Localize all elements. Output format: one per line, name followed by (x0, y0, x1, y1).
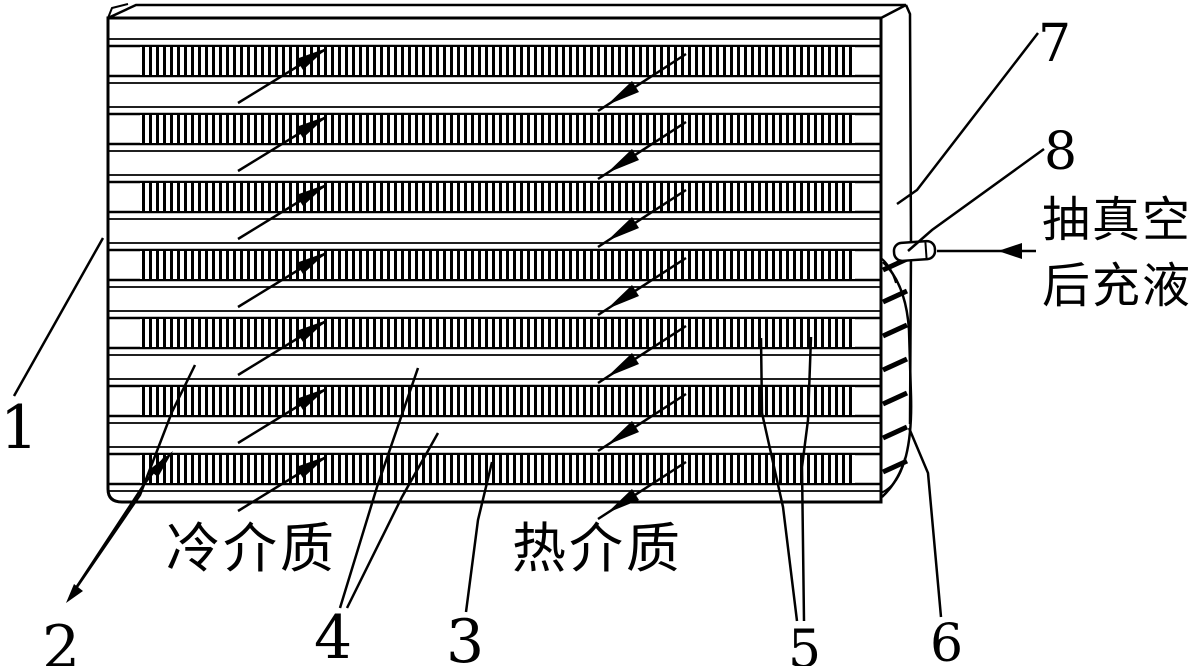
part-number-1: 1 (0, 393, 39, 463)
leader-line-3 (464, 461, 494, 613)
leader-line-8 (907, 147, 1045, 252)
part-number-2: 2 (42, 613, 81, 666)
front-face-outline (106, 16, 883, 504)
top-left-chamfer (107, 3, 129, 19)
leader-2-arrowhead-icon (149, 451, 173, 477)
hot-flow-arrow-icon (607, 421, 639, 445)
charge-note-line1: 抽真空 (1042, 192, 1193, 248)
side-face-rib (881, 322, 909, 339)
leader-line-2 (66, 364, 197, 603)
part-number-5: 5 (788, 620, 822, 666)
side-face-rib (881, 356, 909, 373)
cold-flow-arrow-icon (296, 456, 327, 478)
fin-hatch-band (140, 319, 855, 347)
exchanger-layer (108, 446, 881, 521)
leader-2-base-arrowhead-icon (66, 584, 83, 603)
leader-line-7 (896, 32, 1039, 206)
part-number-6: 6 (930, 614, 964, 666)
fin-hatch-band (140, 47, 855, 75)
fin-hatch-band (140, 183, 855, 211)
exchanger-layer (108, 38, 881, 113)
charge-nozzle-face (924, 242, 928, 259)
leader-line-1 (12, 237, 105, 397)
side-face-rib (881, 424, 909, 441)
fin-hatch-band (140, 455, 855, 483)
hot-flow-arrow-icon (607, 217, 639, 241)
leader-line-5 (759, 336, 813, 622)
exchanger-layer (108, 242, 881, 317)
part-number-8: 8 (1044, 122, 1078, 182)
cold-flow-arrow-icon (296, 116, 327, 138)
cold-medium-label: 冷介质 (166, 517, 337, 580)
charge-nozzle (892, 239, 937, 263)
side-header-bulge-inner-bottom (880, 457, 906, 494)
side-face-edge (904, 4, 913, 425)
cold-flow-arrow-icon (296, 320, 327, 342)
fin-hatch-band (140, 387, 855, 415)
leader-line-4 (338, 367, 440, 609)
part-number-7: 7 (1038, 14, 1072, 74)
charge-arrow-icon (937, 243, 1036, 259)
cold-flow-arrow-icon (296, 388, 327, 410)
hot-flow-arrow-icon (607, 81, 639, 105)
hot-flow-arrow-icon (607, 149, 639, 173)
layer-stack (108, 38, 909, 521)
fin-hatch-band (140, 115, 855, 143)
fin-hatch-band (140, 251, 855, 279)
cold-flow-arrow-icon (296, 252, 327, 274)
cold-flow-arrow-icon (296, 48, 327, 70)
hot-flow-arrow-icon (607, 285, 639, 309)
charge-note-line2: 后充液 (1042, 258, 1193, 314)
exchanger-layer (108, 378, 881, 453)
exchanger-layer (108, 174, 881, 249)
leader-line-6 (907, 427, 943, 618)
exchanger-layer (108, 106, 881, 181)
side-header-bulge-inner-top (880, 257, 897, 284)
side-face-rib (881, 390, 909, 407)
cold-flow-arrow-icon (296, 184, 327, 206)
top-face (107, 3, 907, 20)
part-number-3: 3 (446, 607, 485, 666)
charge-arrow-head (998, 243, 1022, 259)
hot-medium-label: 热介质 (512, 517, 683, 580)
exchanger-layer (108, 310, 881, 385)
hot-flow-arrow-icon (607, 353, 639, 377)
part-number-4: 4 (314, 603, 353, 666)
